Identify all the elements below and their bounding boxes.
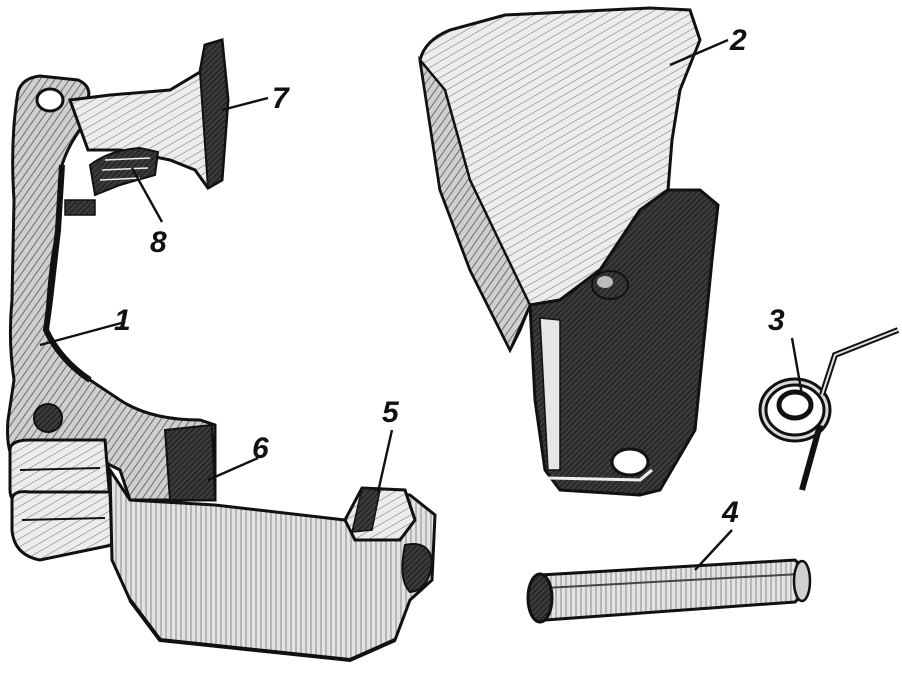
leader-lines [39, 38, 804, 571]
small-block [64, 199, 96, 216]
part-2-plate [418, 6, 720, 497]
hinge-gap-lines [19, 467, 106, 521]
callout-6: 6 [252, 432, 269, 465]
notch [163, 423, 217, 501]
bracket-inner-edge [42, 164, 92, 383]
leader-1 [39, 320, 126, 347]
callout-1: 1 [114, 304, 131, 337]
leader-5 [376, 429, 394, 493]
pin-end-head [526, 572, 554, 624]
spring-coil-inner [776, 389, 814, 421]
spring-leg-upper-highlight [821, 329, 899, 396]
callout-8: 8 [150, 226, 167, 259]
pin-shaft [538, 558, 811, 622]
leader-2 [669, 38, 729, 67]
hinge-boss-lower [10, 490, 114, 562]
catch-boss [401, 543, 434, 594]
leader-8 [130, 167, 164, 223]
callout-5: 5 [382, 396, 400, 429]
spring-coils [99, 157, 151, 181]
pin-shadow-line [544, 573, 801, 589]
part-3-spring [758, 327, 900, 491]
plate-lower-hole [610, 447, 650, 477]
upper-arm-end-face [198, 38, 230, 190]
part-1-bracket [6, 38, 437, 663]
leader-7 [221, 96, 269, 112]
catch-face [351, 487, 381, 533]
pin-end-tail [792, 559, 812, 603]
plate-folded-edge [418, 55, 532, 353]
callout-3: 3 [768, 304, 785, 337]
callout-7: 7 [272, 82, 290, 115]
spring-leg-lower [799, 424, 823, 491]
spring-coil-highlight [761, 380, 829, 440]
plate-bottom-edge [547, 468, 653, 482]
top-eyelet-hole [35, 87, 65, 113]
plate-side-strip [539, 317, 561, 471]
leader-3 [790, 337, 804, 396]
callout-2: 2 [729, 24, 747, 57]
leader-4 [694, 529, 733, 571]
part-4-pin [526, 558, 812, 624]
lower-jaw-edge [128, 598, 396, 663]
pivot-hole [33, 403, 63, 433]
callout-4: 4 [721, 496, 739, 529]
plate-rivet-head [597, 276, 613, 288]
spring-detail [88, 146, 160, 197]
leader-6 [207, 456, 259, 482]
